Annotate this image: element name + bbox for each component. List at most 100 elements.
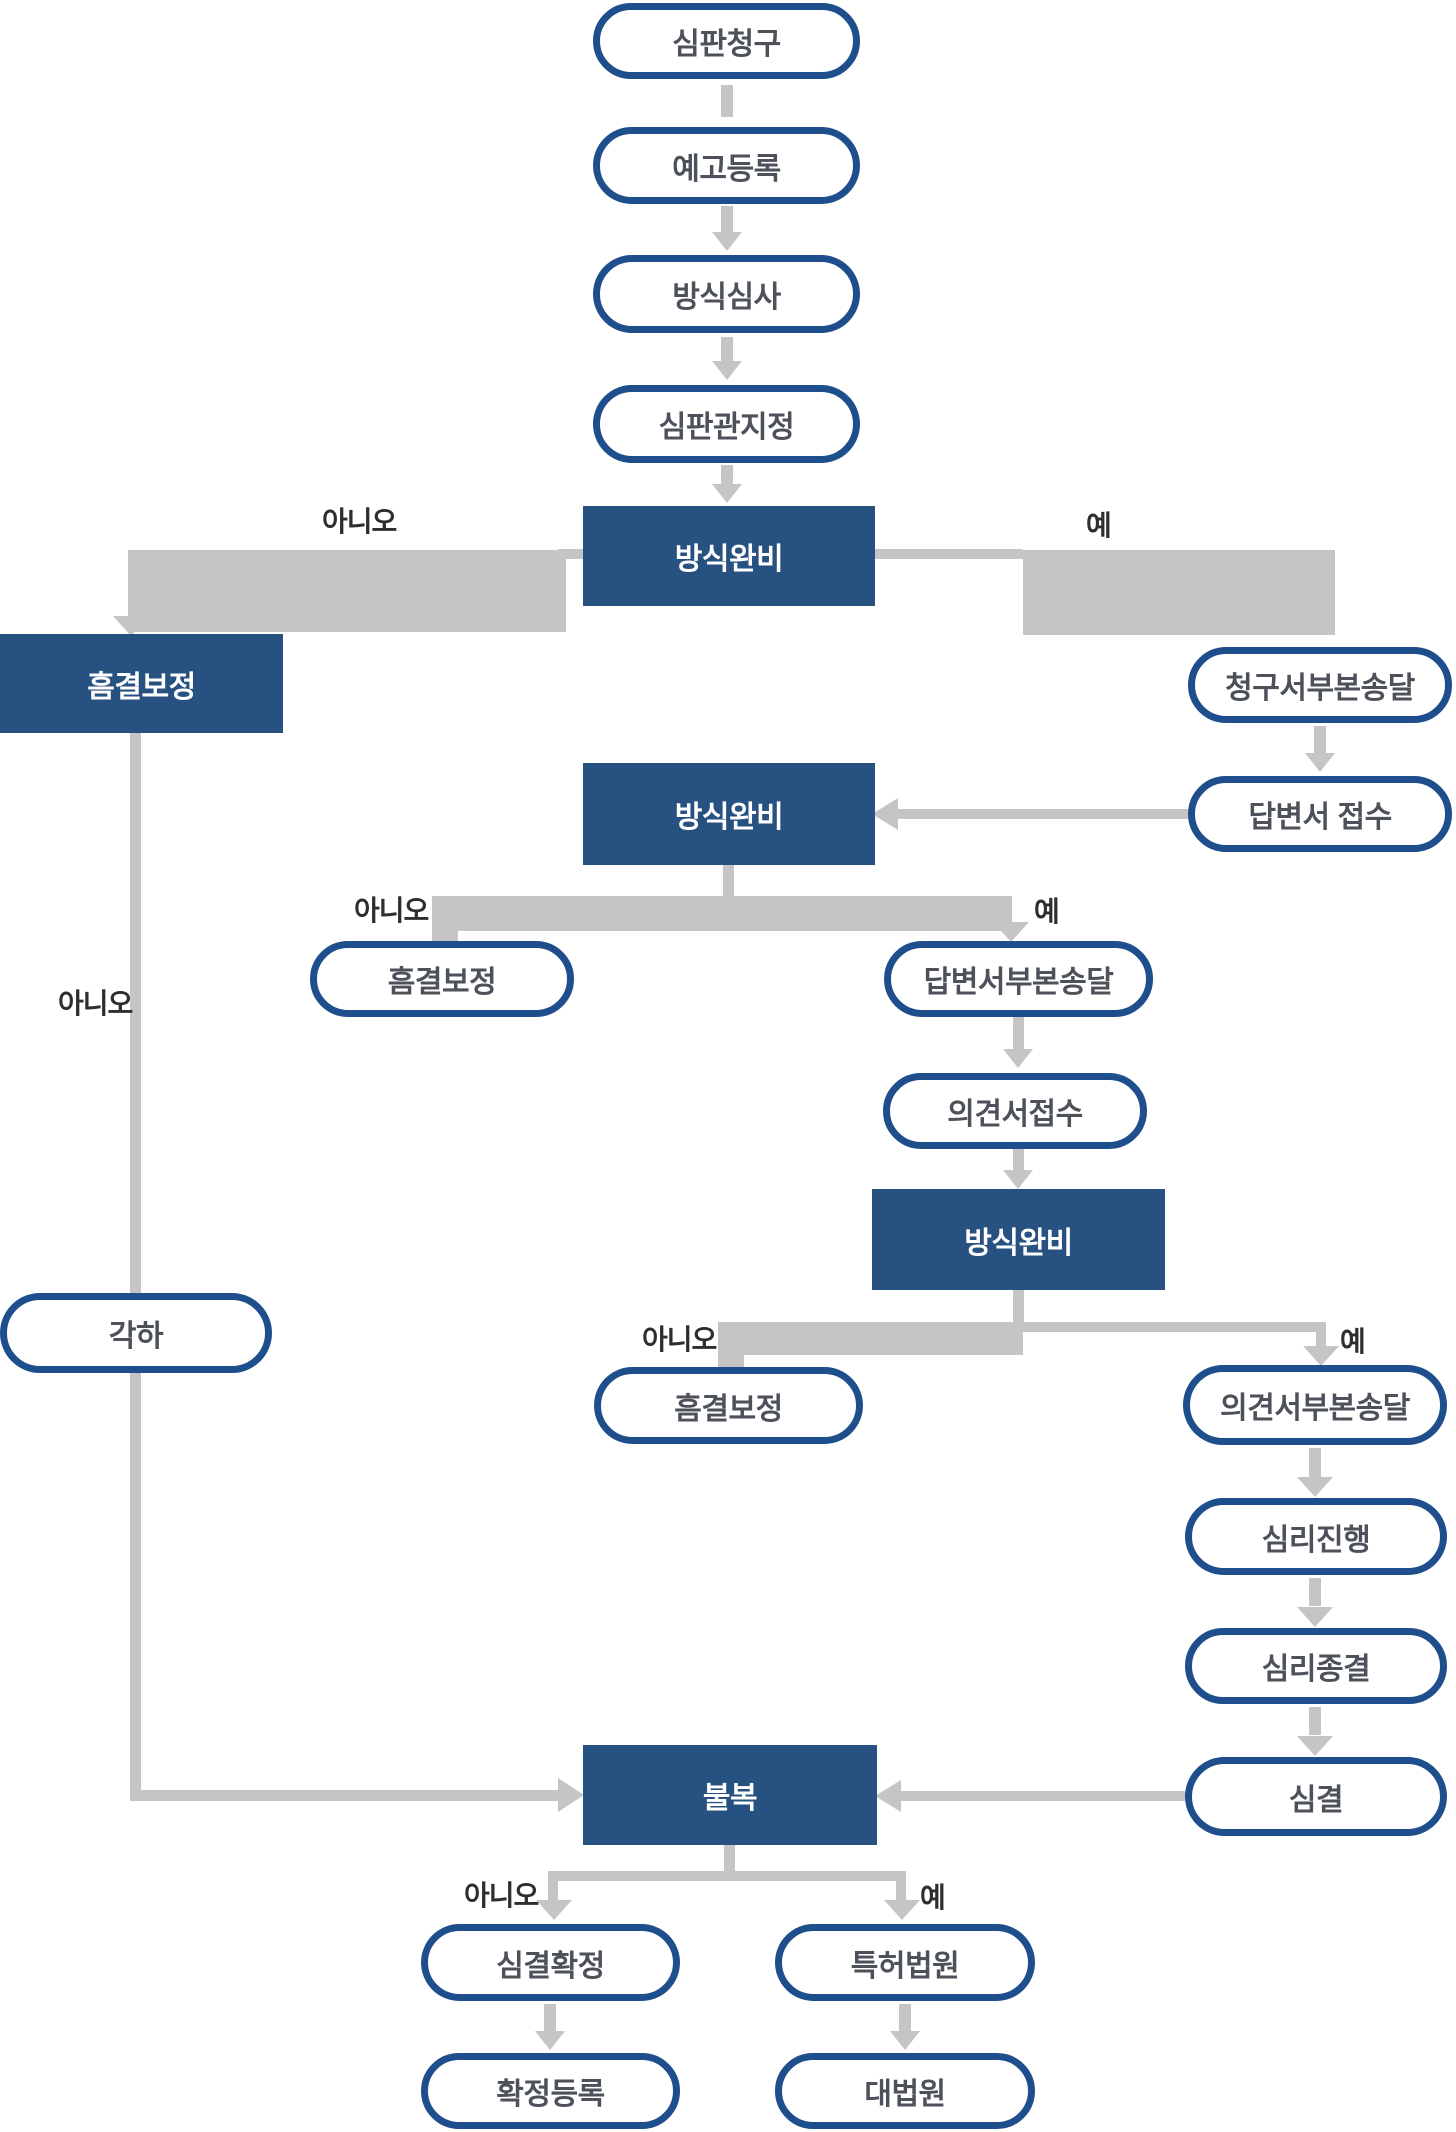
connector-dismissal-to-appeal-vertical (130, 1373, 141, 1795)
decision-formality-complete-1: 방식완비 (583, 506, 875, 606)
connector-decision2-no-hook (432, 929, 458, 942)
node-advance-registration: 예고등록 (593, 127, 860, 204)
node-label: 흠결보정 (87, 670, 196, 704)
connector-patentcourt-to-supreme (899, 2004, 911, 2032)
node-supreme-court: 대법원 (775, 2053, 1035, 2129)
connector-appeal-no-elbow (548, 1871, 558, 1902)
arrowhead-down-icon (712, 361, 742, 380)
connector-decision1-right-stub (875, 549, 1023, 559)
node-defect-correction-3: 흠결보정 (594, 1367, 863, 1444)
node-decision-confirmed: 심결확정 (421, 1924, 680, 2001)
arrowhead-down-icon (536, 1900, 572, 1920)
node-opinion-receipt: 의견서접수 (883, 1073, 1147, 1149)
connector-confirmed-to-registration (544, 2004, 556, 2032)
node-label: 심결 (1288, 1783, 1344, 1817)
node-defect-correction-2: 흠결보정 (310, 941, 574, 1017)
edge-label-yes-1: 예 (1086, 510, 1112, 541)
node-label: 청구서부본송달 (1225, 672, 1415, 705)
connector-advance-to-formality (721, 206, 733, 234)
connector-decision2-out-stub (723, 865, 734, 896)
decision-formality-complete-2: 방식완비 (583, 763, 875, 865)
node-label: 방식완비 (674, 543, 784, 576)
node-patent-court: 특허법원 (775, 1924, 1035, 2001)
connector-opinion-to-decision3 (1013, 1149, 1024, 1171)
node-examiner-designation: 심판관지정 (593, 385, 860, 463)
decision-formality-complete-3: 방식완비 (872, 1189, 1165, 1290)
node-label: 불복 (702, 1782, 758, 1815)
connector-decision-to-appeal (901, 1791, 1185, 1801)
connector-answer-to-decision2 (897, 809, 1188, 819)
node-label: 심리진행 (1261, 1523, 1371, 1557)
connector-formality-to-examiner (721, 337, 733, 363)
arrowhead-down-icon (884, 1900, 920, 1920)
node-label: 특허법원 (850, 1949, 960, 1983)
node-label: 심리종결 (1261, 1653, 1371, 1686)
connector-decision3-no-band (718, 1322, 1023, 1355)
connector-decision2-band (432, 896, 1012, 931)
arrowhead-down-icon (535, 2031, 565, 2050)
connector-opinioncopy-to-hearing (1309, 1448, 1321, 1478)
edge-label-no-1: 아니오 (322, 506, 397, 537)
node-label: 답변서부본송달 (923, 966, 1114, 999)
node-formality-examination: 방식심사 (593, 255, 860, 333)
connector-appeal-out-stub (724, 1845, 735, 1874)
node-answer-copy-service: 답변서부본송달 (884, 941, 1153, 1017)
arrowhead-right-icon (558, 1778, 584, 1812)
node-defect-correction-1: 흠결보정 (0, 634, 283, 733)
arrowhead-down-icon (113, 616, 149, 636)
node-label: 방식완비 (964, 1226, 1073, 1260)
arrowhead-down-icon (1297, 1736, 1333, 1756)
node-hearing-progress: 심리진행 (1185, 1498, 1447, 1575)
edge-label-no-dismissal: 아니오 (58, 988, 133, 1019)
arrowhead-down-icon (890, 2031, 920, 2050)
node-hearing-conclusion: 심리종결 (1185, 1628, 1447, 1704)
connector-trial-to-advance (721, 85, 733, 117)
node-label: 의견서접수 (947, 1098, 1083, 1131)
node-label: 각하 (108, 1320, 164, 1353)
node-trial-decision: 심결 (1185, 1757, 1447, 1836)
edge-label-no-3: 아니오 (642, 1324, 717, 1355)
arrowhead-left-icon (872, 798, 898, 830)
connector-hearing-to-conclusion (1309, 1578, 1321, 1606)
arrowhead-down-icon (712, 484, 742, 503)
connector-appeal-split (548, 1871, 906, 1881)
node-answer-receipt: 답변서 접수 (1188, 776, 1452, 852)
node-label: 답변서 접수 (1248, 801, 1392, 834)
arrowhead-down-icon (993, 922, 1029, 942)
arrowhead-left-icon (875, 1780, 901, 1812)
connector-examiner-to-decision1 (721, 465, 733, 487)
connector-requestcopy-to-answer (1314, 726, 1326, 754)
connector-decision3-out-stub (1013, 1290, 1024, 1323)
edge-label-yes-4: 예 (920, 1882, 946, 1913)
node-confirmed-registration: 확정등록 (421, 2053, 680, 2129)
connector-decision1-left-stub (558, 549, 583, 559)
connector-conclusion-to-decision (1309, 1707, 1321, 1735)
arrowhead-down-icon (1003, 1170, 1033, 1189)
node-request-copy-service: 청구서부본송달 (1188, 647, 1452, 723)
node-label: 확정등록 (496, 2078, 605, 2111)
node-trial-request: 심판청구 (593, 3, 860, 79)
edge-label-no-2: 아니오 (354, 895, 429, 926)
arrowhead-down-icon (1303, 1346, 1339, 1366)
edge-label-yes-3: 예 (1340, 1326, 1366, 1357)
connector-correction-to-dismissal (130, 733, 141, 1295)
node-label: 심판청구 (672, 28, 781, 61)
node-label: 방식완비 (674, 801, 784, 834)
node-label: 심판관지정 (658, 411, 795, 444)
connector-decision1-no-band (128, 550, 566, 632)
node-label: 대법원 (864, 2078, 946, 2111)
arrowhead-down-icon (1297, 1607, 1333, 1627)
connector-decision3-yes-line (1023, 1322, 1326, 1332)
node-label: 흠결보정 (674, 1392, 783, 1426)
arrowhead-down-icon (1297, 1477, 1333, 1497)
node-label: 방식심사 (672, 281, 781, 314)
node-label: 흠결보정 (387, 966, 497, 999)
arrowhead-down-icon (1305, 753, 1335, 772)
node-opinion-copy-service: 의견서부본송달 (1183, 1365, 1447, 1445)
node-label: 의견서부본송달 (1220, 1392, 1410, 1425)
connector-answercopy-to-opinion (1013, 1017, 1024, 1049)
connector-decision1-yes-band (1023, 550, 1335, 635)
node-label: 예고등록 (672, 152, 781, 186)
arrowhead-down-icon (1003, 1049, 1033, 1068)
